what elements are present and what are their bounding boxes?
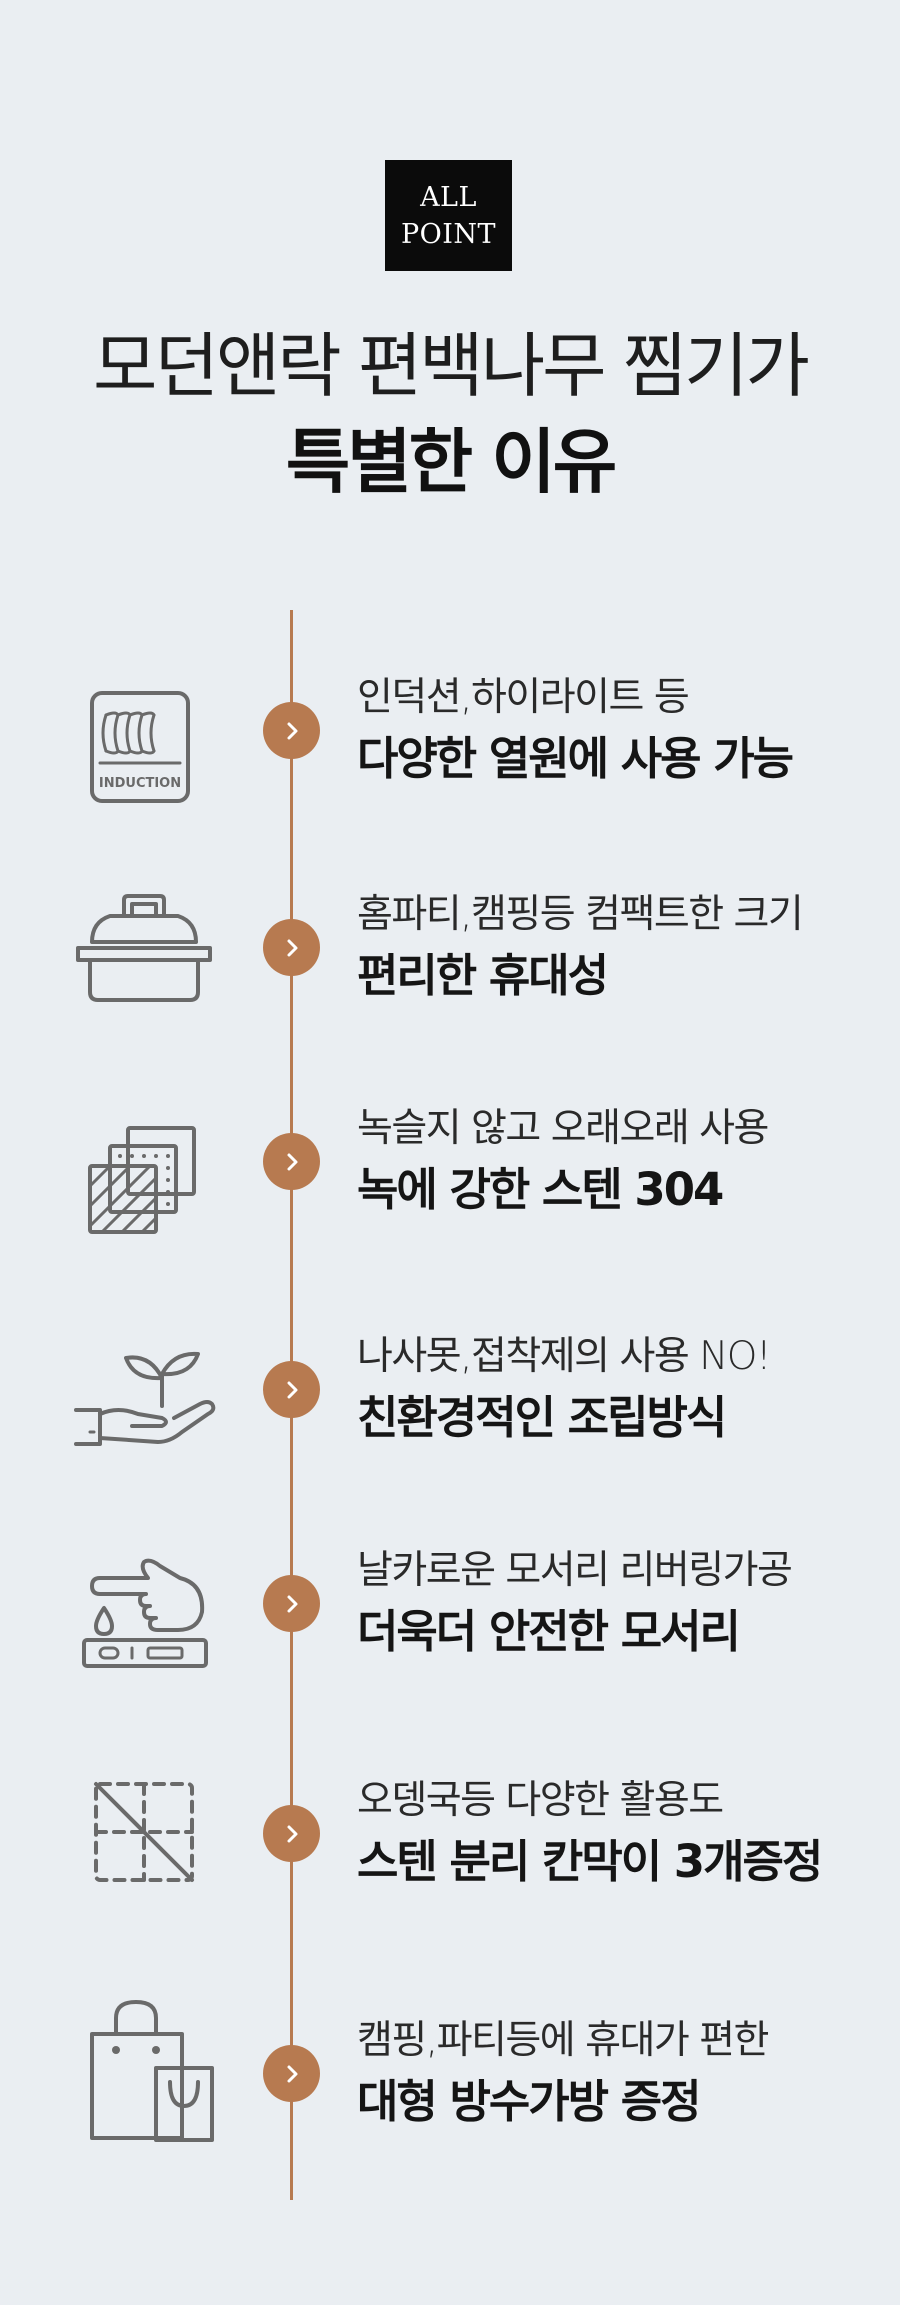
badge-line-2: POINT bbox=[400, 218, 497, 250]
point-sub-text: 홈파티,캠핑등 컴팩트한 크기 bbox=[357, 892, 804, 937]
all-point-badge: ALL POINT bbox=[385, 160, 512, 271]
steel-layers-icon bbox=[70, 1086, 220, 1236]
point-sub-text: 오뎅국등 다양한 활용도 bbox=[357, 1778, 724, 1823]
point-main-text: 다양한 열원에 사용 가능 bbox=[357, 732, 794, 785]
point-item-divider: 오뎅국등 다양한 활용도 스텐 분리 칸막이 3개증정 bbox=[0, 1738, 900, 1928]
chevron-right-icon bbox=[263, 2045, 320, 2102]
chevron-right-icon bbox=[263, 919, 320, 976]
title-line-2: 특별한 이유 bbox=[285, 421, 617, 503]
point-item-portability: 홈파티,캠핑등 컴팩트한 크기 편리한 휴대성 bbox=[0, 852, 900, 1042]
point-item-eco-assembly: 나사못,접착제의 사용 NO! 친환경적인 조립방식 bbox=[0, 1294, 900, 1484]
point-item-stainless: 녹슬지 않고 오래오래 사용 녹에 강한 스텐 304 bbox=[0, 1066, 900, 1256]
point-main-text: 더욱더 안전한 모서리 bbox=[357, 1605, 741, 1658]
induction-icon: INDUCTION bbox=[70, 655, 220, 805]
chevron-right-icon bbox=[263, 702, 320, 759]
induction-icon-label: INDUCTION bbox=[99, 776, 181, 791]
divider-grid-icon bbox=[70, 1758, 220, 1908]
point-sub-text: 나사못,접착제의 사용 NO! bbox=[357, 1334, 772, 1379]
point-sub-text: 날카로운 모서리 리버링가공 bbox=[357, 1548, 793, 1593]
eco-hand-plant-icon bbox=[70, 1314, 220, 1464]
badge-line-1: ALL bbox=[420, 181, 477, 213]
point-main-text: 편리한 휴대성 bbox=[357, 949, 609, 1002]
point-sub-text: 캠핑,파티등에 휴대가 편한 bbox=[357, 2018, 769, 2063]
finger-touch-icon bbox=[70, 1528, 220, 1678]
point-main-text: 녹에 강한 스텐 304 bbox=[357, 1163, 724, 1216]
point-main-text: 친환경적인 조립방식 bbox=[357, 1391, 727, 1444]
chevron-right-icon bbox=[263, 1575, 320, 1632]
point-item-induction: INDUCTION 인덕션,하이라이트 등 다양한 열원에 사용 가능 bbox=[0, 635, 900, 825]
point-sub-text: 인덕션,하이라이트 등 bbox=[357, 675, 690, 720]
title-line-1: 모던앤락 편백나무 찜기가 bbox=[93, 325, 810, 407]
point-item-safe-edge: 날카로운 모서리 리버링가공 더욱더 안전한 모서리 bbox=[0, 1508, 900, 1698]
point-sub-text: 녹슬지 않고 오래오래 사용 bbox=[357, 1106, 769, 1151]
carry-case-icon bbox=[70, 872, 220, 1022]
chevron-right-icon bbox=[263, 1133, 320, 1190]
page-title: 모던앤락 편백나무 찜기가 특별한 이유 bbox=[0, 318, 900, 510]
point-main-text: 대형 방수가방 증정 bbox=[357, 2075, 702, 2128]
shopping-bags-icon bbox=[70, 1998, 220, 2148]
chevron-right-icon bbox=[263, 1361, 320, 1418]
point-main-text: 스텐 분리 칸막이 3개증정 bbox=[357, 1835, 823, 1888]
chevron-right-icon bbox=[263, 1805, 320, 1862]
point-item-bag: 캠핑,파티등에 휴대가 편한 대형 방수가방 증정 bbox=[0, 1978, 900, 2168]
